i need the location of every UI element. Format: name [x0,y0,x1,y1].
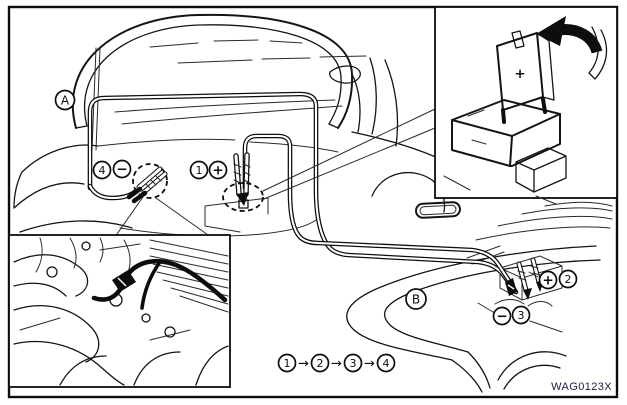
sequence-arrow-icon: → [331,357,342,372]
clamp-a-negative [126,163,168,204]
marker-b-positive: + 2 [538,269,578,290]
jumper-cables [87,91,519,295]
drawing-code: WAG0123X [551,381,612,393]
connection-sequence: 1 → 2 → 3 → 4 [277,353,396,373]
step-3-number: 3 [518,309,525,322]
inset-ground-connection [8,234,231,388]
sequence-step-2: 2 [317,357,324,370]
sequence-arrow-icon: → [298,357,309,372]
sequence-step-1: 1 [284,357,291,370]
inset-ground-connection-frame [8,234,231,388]
marker-b-negative: − 3 [492,305,531,326]
vehicle-a-headlamp [415,201,461,219]
ground-clamp [112,270,136,292]
sequence-arrow-icon: → [364,357,375,372]
clamps-b [505,257,544,300]
vehicle-b-letter: B [412,293,420,307]
positive-terminal-callout-ellipse [222,182,264,212]
callout-leader-lines [116,108,563,333]
flip-open-arrow-icon [536,16,608,80]
inset-battery-cover: + [434,6,618,205]
sequence-step-4: 4 [383,357,390,370]
plus-sign-b: + [542,273,553,289]
marker-a-negative: 4 − [92,159,132,180]
marker-a-positive: 1 + [189,160,228,180]
battery-cover-plus-symbol: + [514,66,525,82]
plus-sign-a: + [212,163,223,179]
sequence-step-3: 3 [350,357,357,370]
clamp-a-positive [222,152,264,212]
step-1-number: 1 [196,164,203,177]
step-4-number: 4 [99,164,106,177]
label-vehicle-b: B [405,288,427,310]
step-2-number: 2 [565,273,572,286]
negative-connection-callout-circle [132,163,168,199]
minus-sign-a: − [116,162,127,178]
minus-sign-b: − [496,309,507,325]
vehicle-a-letter: A [61,94,70,108]
vehicle-a-illustration [13,13,461,237]
label-vehicle-a: A [54,89,76,111]
